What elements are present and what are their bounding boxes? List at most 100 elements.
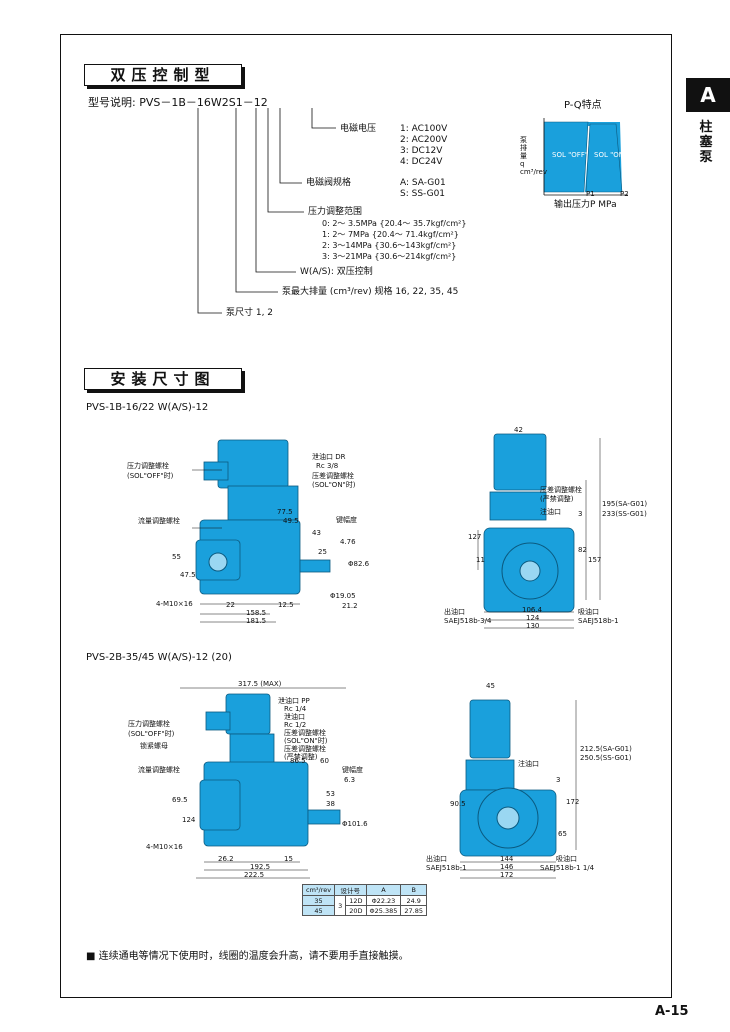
- table-header: A: [365, 884, 402, 896]
- section-title-dual-pressure: 双压控制型: [84, 64, 242, 86]
- dimension: 77.5: [277, 508, 293, 516]
- table-cell: 20D: [345, 905, 367, 916]
- dimension: 26.2: [218, 855, 234, 863]
- table-cell: 12D: [345, 895, 367, 906]
- dimension: 12.5: [278, 601, 294, 609]
- voltage-opt: 3: DC12V: [400, 146, 443, 156]
- dimension: 65: [558, 830, 567, 838]
- dimension: Φ101.6: [342, 820, 368, 828]
- table-row: 35 3 12D Φ22.23 24.9: [301, 895, 427, 916]
- model-code: 型号说明: PVS－1B－16W2S1－12: [88, 96, 268, 109]
- callout-label: 压力调整螺栓: [127, 462, 169, 470]
- dimension: 86.5: [290, 757, 306, 765]
- dimension: 53: [326, 790, 335, 798]
- pressure-opt: 1: 2～ 7MPa {20.4～ 71.4kgf/cm²}: [322, 230, 459, 239]
- dimension: 192.5: [250, 863, 271, 871]
- callout-label: 流量调整螺栓: [138, 766, 180, 774]
- dimension: 158.5: [246, 609, 267, 617]
- dual-pressure-label: W(A/S): 双压控制: [300, 267, 373, 277]
- pressure-label: 压力调整范围: [308, 207, 363, 217]
- dimension: 15: [284, 855, 293, 863]
- valve-opt: A: SA-G01: [400, 178, 446, 188]
- table-row: 45 20D Φ25.385 27.85: [301, 905, 427, 916]
- dimension: 4.76: [340, 538, 356, 546]
- pq-xlabel: 输出压力P MPa: [554, 200, 617, 210]
- voltage-opt: 4: DC24V: [400, 157, 443, 167]
- callout-label: (SOL"ON"时): [284, 737, 328, 745]
- valve-label: 电磁阀规格: [306, 178, 352, 188]
- callout-label: 泄油口: [284, 713, 305, 721]
- callout-label: 压差调整螺栓: [312, 472, 354, 480]
- callout-label: SAEJ518b-1: [426, 864, 467, 872]
- dimension: 43: [312, 529, 321, 537]
- callout-label: Rc 3/8: [316, 462, 339, 470]
- voltage-opt: 2: AC200V: [400, 135, 448, 145]
- dimension: 317.5 (MAX): [238, 680, 282, 688]
- callout-label: (严禁调整): [540, 495, 574, 503]
- callout-label: Rc 1/2: [284, 721, 307, 729]
- dimension: 106.4: [522, 606, 543, 614]
- dimension: 11: [476, 556, 485, 564]
- callout-label: SAEJ518b-1: [578, 617, 619, 625]
- dimension: 127: [468, 533, 482, 541]
- size-label: 泵尺寸 1, 2: [226, 308, 274, 318]
- dimension: 195(SA-G01): [602, 500, 648, 508]
- section-tab-label: 柱塞泵: [699, 120, 713, 165]
- callout-label: SAEJ518b-1 1/4: [540, 864, 595, 872]
- callout-label: 注油口: [540, 508, 561, 516]
- callout-label: (SOL"OFF"时): [128, 730, 175, 738]
- dimension: 172: [500, 871, 514, 879]
- page-frame: [60, 34, 672, 998]
- callout-label: 键幅度: [342, 766, 363, 774]
- callout-label: 压差调整螺栓: [284, 729, 326, 737]
- callout-label: 4-M10×16: [156, 600, 193, 608]
- dimension: 69.5: [172, 796, 188, 804]
- dimension: 157: [588, 556, 602, 564]
- dimension: 3: [556, 776, 561, 784]
- pq-p1: P1: [586, 190, 595, 198]
- dimension: 42: [514, 426, 523, 434]
- table-header: cm³/rev: [301, 884, 336, 896]
- dimension: 124: [526, 614, 540, 622]
- callout-label: 泄油口 PP: [278, 697, 310, 705]
- dimension: 233(SS-G01): [602, 510, 647, 518]
- dimension: 21.2: [342, 602, 358, 610]
- dimension: 124: [182, 816, 196, 824]
- dimension: Φ82.6: [348, 560, 370, 568]
- callout-label: (严禁调整): [284, 753, 318, 761]
- valve-opt: S: SS-G01: [400, 189, 446, 199]
- voltage-opt: 1: AC100V: [400, 124, 448, 134]
- dimension: 38: [326, 800, 335, 808]
- callout-label: Rc 1/4: [284, 705, 307, 713]
- dimension: 49.5: [283, 517, 299, 525]
- callout-label: SAEJ518b-3/4: [444, 617, 492, 625]
- table-header: 设计号: [334, 884, 367, 896]
- callout-label: 注油口: [518, 760, 539, 768]
- dimension-table: cm³/rev 设计号 A B 35 3 12D Φ22.23 24.9 45 …: [301, 884, 427, 916]
- table-cell: 3: [334, 895, 347, 916]
- table-cell: Φ25.385: [365, 905, 402, 916]
- callout-label: 4-M10×16: [146, 843, 183, 851]
- section-tab: A: [686, 78, 730, 112]
- dimension: 55: [172, 553, 181, 561]
- dimension: 172: [566, 798, 580, 806]
- pressure-opt: 0: 2～ 3.5MPa {20.4～ 35.7kgf/cm²}: [322, 219, 467, 228]
- callout-label: 锁紧螺母: [140, 742, 168, 750]
- dimension: 181.5: [246, 617, 267, 625]
- pressure-opt: 2: 3～14MPa {30.6～143kgf/cm²}: [322, 241, 457, 250]
- callout-label: 吸油口: [556, 855, 577, 863]
- dimension: 22: [226, 601, 235, 609]
- dimension: Φ19.05: [330, 592, 356, 600]
- dimension: 82: [578, 546, 587, 554]
- callout-label: 压差调整螺栓: [284, 745, 326, 753]
- callout-label: 压力调整螺栓: [128, 720, 170, 728]
- model-2: PVS-2B-35/45 W(A/S)-12 (20): [86, 652, 232, 663]
- safety-note: ■ 连续通电等情况下使用时，线圈的温度会升高，请不要用手直接触摸。: [86, 951, 409, 962]
- dimension: 146: [500, 863, 514, 871]
- callout-label: 出油口: [426, 855, 447, 863]
- table-header: B: [400, 884, 427, 896]
- dimension: 6.3: [344, 776, 356, 784]
